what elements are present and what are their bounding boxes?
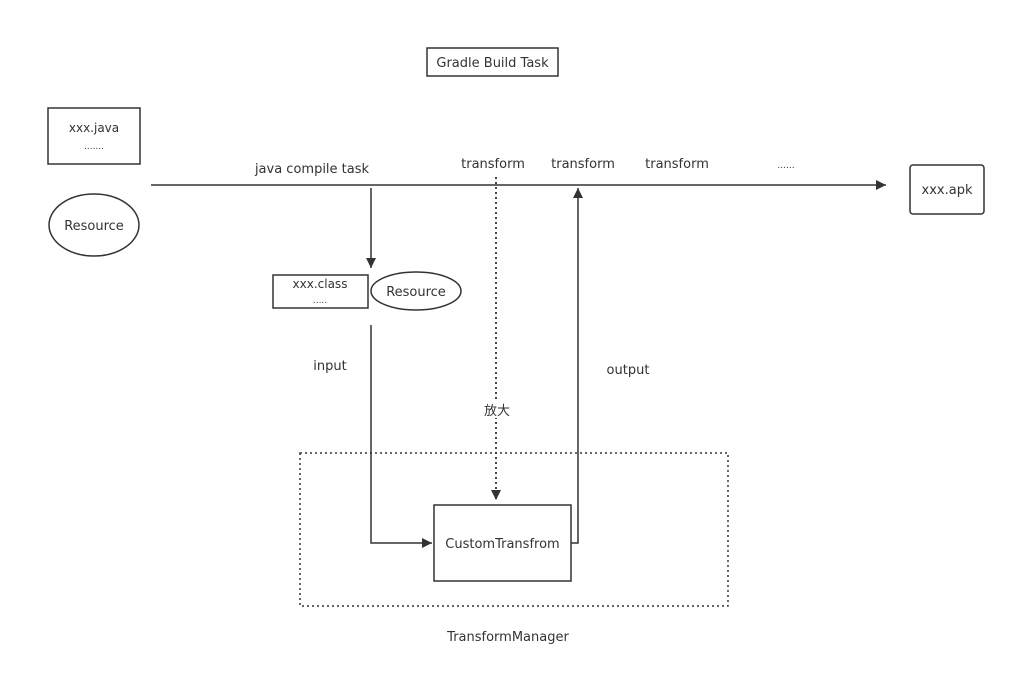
class-output-node[interactable]: xxx.class ..... (272, 274, 369, 309)
java-source-label: xxx.java (69, 121, 119, 135)
title-node[interactable]: Gradle Build Task (426, 47, 559, 77)
transform-label-3: transform (645, 157, 709, 172)
resource-output-label: Resource (386, 285, 446, 300)
compile-task-label: java compile task (254, 162, 370, 177)
input-arrow (370, 325, 432, 548)
output-label: output (607, 363, 650, 378)
transform-manager-label: TransformManager (446, 630, 569, 645)
transform-manager-container (299, 452, 729, 607)
class-output-ellipsis: ..... (313, 296, 327, 306)
custom-transform-label: CustomTransfrom (445, 537, 559, 552)
java-source-ellipsis: ....... (84, 142, 104, 152)
transform-label-2: transform (551, 157, 615, 172)
zoom-label-backdrop (480, 400, 512, 418)
resource-source-node[interactable]: Resource (48, 193, 140, 257)
java-source-node[interactable]: xxx.java ....... (47, 107, 141, 165)
zoom-label: 放大 (484, 404, 510, 419)
apk-node[interactable]: xxx.apk (909, 164, 985, 215)
class-output-label: xxx.class (293, 277, 348, 291)
apk-label: xxx.apk (922, 183, 973, 198)
resource-source-label: Resource (64, 219, 124, 234)
custom-transform-node[interactable]: CustomTransfrom (433, 504, 572, 582)
input-label: input (313, 359, 346, 374)
output-arrow (571, 188, 583, 544)
title-label: Gradle Build Task (436, 56, 549, 71)
resource-output-node[interactable]: Resource (370, 271, 462, 311)
transform-label-1: transform (461, 157, 525, 172)
pipeline-ellipsis: ...... (777, 161, 794, 171)
